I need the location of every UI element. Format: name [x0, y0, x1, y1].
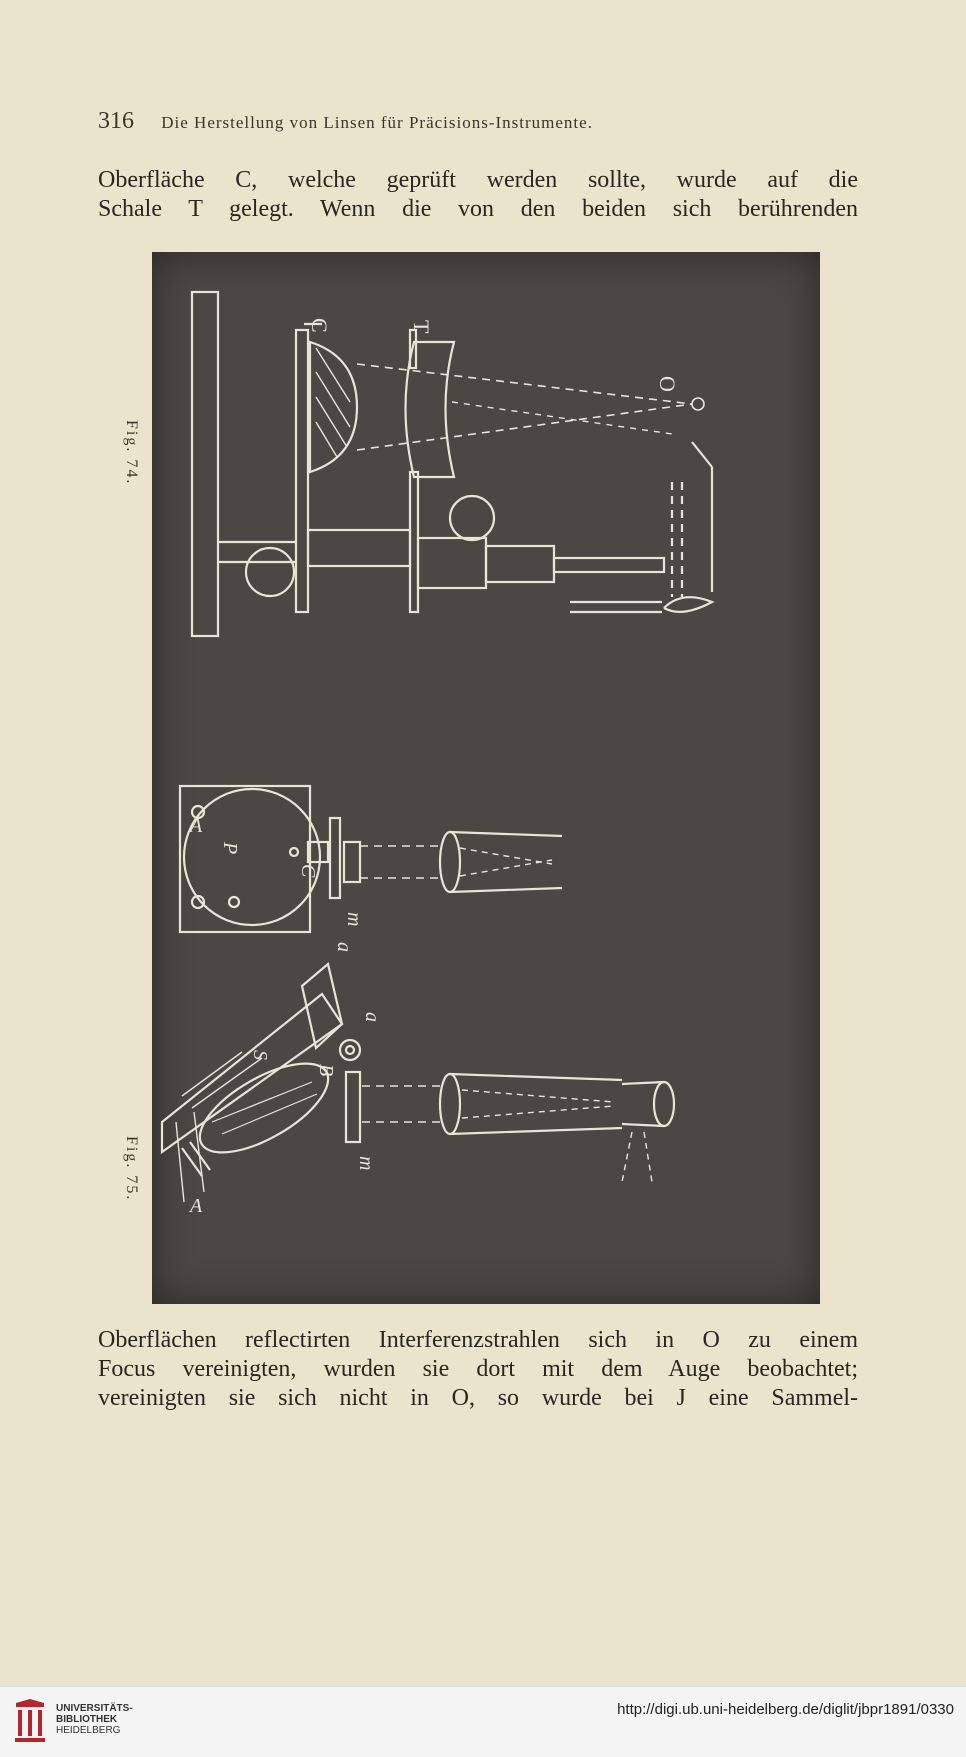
ball-left: [244, 546, 296, 598]
ray-upper: [356, 363, 693, 405]
library-logo-icon: [15, 1699, 45, 1742]
label-s: S: [249, 1050, 271, 1060]
ray-lower: [356, 403, 693, 451]
label-m-bottom: m: [355, 1156, 377, 1170]
burner-flame: [663, 596, 715, 613]
tube: [484, 544, 556, 584]
library-footer: UNIVERSITÄTS- BIBLIOTHEK HEIDELBERG http…: [0, 1686, 966, 1757]
label-alpha-bottom: a: [361, 1012, 383, 1022]
lens-hatching: [315, 347, 351, 458]
telescope-end: [438, 830, 462, 894]
paragraph-bottom: Oberflächen reflectirten Interferenzstra…: [98, 1326, 858, 1413]
page-number: 316: [98, 108, 134, 134]
telescope-end-bottom: [438, 1072, 462, 1136]
running-title: Die Herstellung von Linsen für Präcision…: [161, 113, 593, 132]
text-line: Oberfläche C, welche geprüft werden soll…: [98, 167, 858, 193]
inclined-plate: [160, 992, 344, 1155]
base-plate-a: [178, 784, 312, 934]
fig-75-bottom-letters: S A B a m: [188, 1012, 383, 1217]
label-b: B: [315, 1064, 337, 1076]
library-name: UNIVERSITÄTS- BIBLIOTHEK HEIDELBERG: [56, 1703, 133, 1736]
lens-s: [198, 1062, 330, 1154]
source-url-link[interactable]: http://digi.ub.uni-heidelberg.de/diglit/…: [617, 1701, 954, 1718]
ball-right: [448, 494, 496, 542]
mirror-m: [328, 816, 342, 900]
label-a-bottom: A: [188, 1195, 203, 1217]
fig-75-top-letters: A P C m a: [188, 815, 365, 952]
text-line: Focus vereinigten, wurden sie dort mit d…: [98, 1356, 858, 1382]
eye-point-o: [691, 397, 705, 411]
fig-75-top-drawing: [178, 784, 563, 934]
pivot: [338, 1038, 362, 1062]
fig-74-letters: C T O: [307, 318, 680, 392]
illustration-plate: C T O: [152, 252, 820, 1304]
tube-block: [416, 536, 488, 590]
fig-74-caption: Fig. 74.: [123, 420, 140, 486]
tube-end: [552, 556, 666, 574]
arm-middle: [306, 528, 412, 568]
label-p: P: [219, 841, 241, 854]
turntable: [182, 787, 322, 927]
fig-74-drawing: [190, 290, 715, 638]
lens-clamp-top: [408, 328, 418, 370]
label-t: T: [409, 320, 434, 334]
lens-stand: [408, 470, 420, 614]
eyepiece: [652, 1080, 676, 1128]
text-line: vereinigten sie sich nicht in O, so wurd…: [98, 1385, 858, 1411]
concave-lens: [404, 340, 456, 479]
fig-75-caption: Fig. 75.: [123, 1136, 140, 1202]
book-page: 316 Die Herstellung von Linsen für Präci…: [98, 108, 858, 1413]
test-surface-c: [308, 340, 359, 474]
label-c-small: C: [297, 864, 319, 878]
label-a: A: [188, 815, 203, 837]
mounting-plate: [294, 328, 310, 614]
label-c: C: [307, 318, 332, 333]
label-m: m: [343, 912, 365, 926]
paragraph-top: Oberfläche C, welche geprüft werden soll…: [98, 166, 858, 224]
label-alpha: a: [333, 942, 355, 952]
text-line: Oberflächen reflectirten Interferenzstra…: [98, 1327, 858, 1353]
mirror-m-bottom: [344, 1070, 362, 1144]
fig-75-bottom-drawing: [160, 961, 676, 1203]
engraving-svg: C T O: [160, 290, 715, 1217]
label-o: O: [655, 376, 680, 392]
bench-slab: [190, 290, 220, 638]
text-line: Schale T gelegt. Wenn die von den beiden…: [98, 196, 858, 222]
running-head: 316 Die Herstellung von Linsen für Präci…: [98, 108, 778, 135]
